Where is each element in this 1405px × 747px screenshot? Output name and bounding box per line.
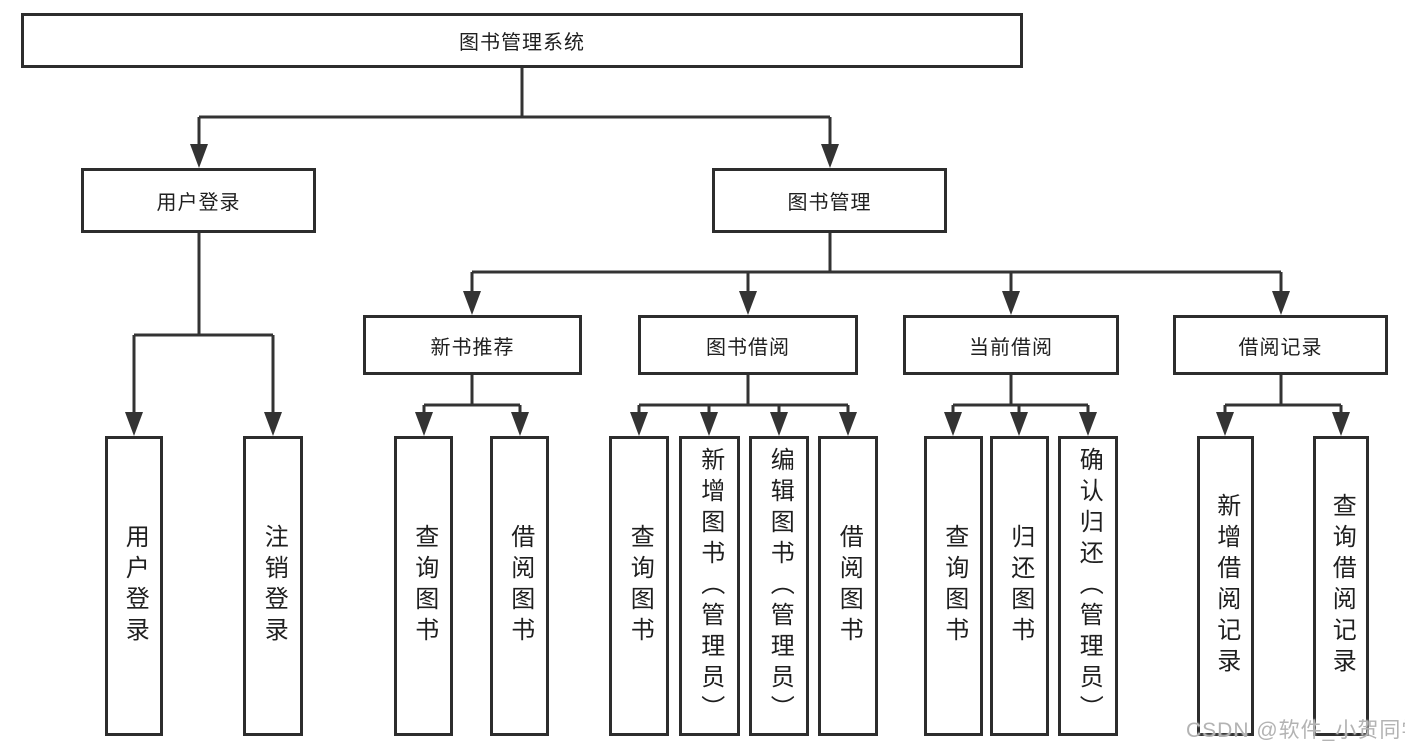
leaf-borrowing-borrow-books: 借阅图书 [818, 436, 878, 736]
node-borrow-records: 借阅记录 [1173, 315, 1388, 375]
leaf-records-add-borrow-record: 新增借阅记录 [1197, 436, 1254, 736]
node-new-book-recommend: 新书推荐 [363, 315, 582, 375]
node-current-borrowing: 当前借阅 [903, 315, 1119, 375]
leaf-current-return-books: 归还图书 [990, 436, 1049, 736]
node-book-management: 图书管理 [712, 168, 947, 233]
leaf-recommend-query-books: 查询图书 [394, 436, 453, 736]
leaf-borrowing-query-books: 查询图书 [609, 436, 669, 736]
leaf-user-login: 用户登录 [105, 436, 163, 736]
leaf-current-query-books: 查询图书 [924, 436, 983, 736]
watermark: CSDN @软件_小贺同学 [1186, 719, 1405, 742]
leaf-borrowing-add-books-admin: 新增图书（管理员） [679, 436, 740, 736]
leaf-records-query-borrow-record: 查询借阅记录 [1313, 436, 1369, 736]
leaf-borrowing-edit-books-admin: 编辑图书（管理员） [749, 436, 809, 736]
node-book-borrowing: 图书借阅 [638, 315, 858, 375]
leaf-recommend-borrow-books: 借阅图书 [490, 436, 549, 736]
node-user-login: 用户登录 [81, 168, 316, 233]
node-library-management-system: 图书管理系统 [21, 13, 1023, 68]
leaf-logout: 注销登录 [243, 436, 303, 736]
leaf-current-confirm-return-admin: 确认归还（管理员） [1058, 436, 1118, 736]
